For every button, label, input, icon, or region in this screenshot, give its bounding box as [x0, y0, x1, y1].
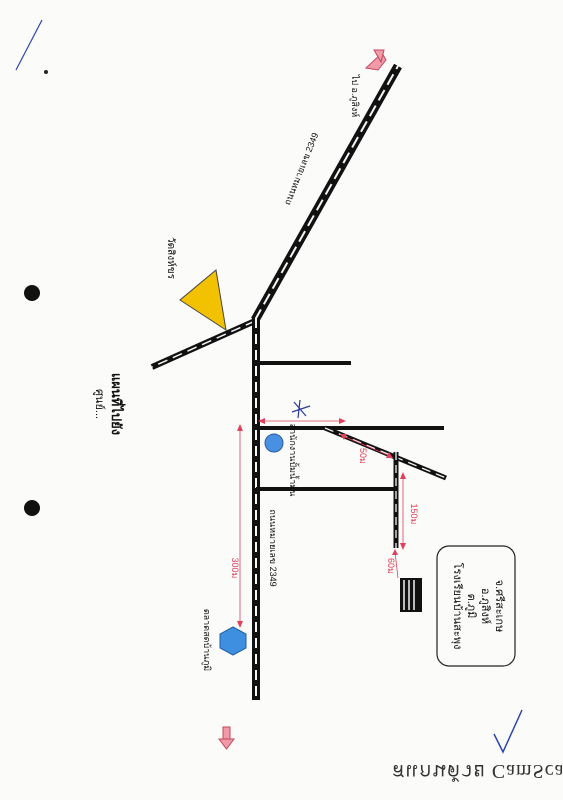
ink-dot	[44, 70, 48, 74]
distance-300: 300ม	[230, 424, 243, 628]
to-city-label: ไป อ.ภูสิงห์	[349, 74, 361, 117]
destination-text: โรงเรียนบ้านสะพุง ต.ภูมิ อ.ภูสิงห์ จ.ศรี…	[451, 563, 506, 650]
distance-60-label: 60ม	[386, 558, 396, 574]
punch-hole-top	[24, 285, 40, 301]
north-arrow-icon	[364, 49, 387, 71]
diagonal-road-west	[150, 318, 257, 370]
destination-line-4: จ.ศรีสะเกษ	[493, 580, 506, 633]
handwritten-mark	[291, 399, 311, 419]
distance-60: 60ม	[386, 549, 399, 579]
diagonal-road-north	[251, 63, 402, 323]
destination-line-1: โรงเรียนบ้านสะพุง	[451, 563, 465, 650]
pen-stroke	[15, 19, 43, 71]
road-label-upper: ถนนหมายเลข 2349	[282, 131, 320, 206]
temple-icon	[179, 269, 227, 332]
south-arrow-icon	[218, 726, 235, 750]
distance-150: 150ม	[400, 472, 419, 550]
map-subtitle: ศูนย์...	[93, 389, 106, 419]
market-label: ตลาดสดบ้านภูมิ	[201, 609, 212, 671]
destination-line-3: อ.ภูสิงห์	[479, 588, 492, 624]
market-icon	[219, 626, 247, 656]
distance-50: 50ม	[340, 434, 393, 464]
check-mark-icon	[493, 709, 523, 754]
health-center-label: สำนักงานปั้มน้ำมัน	[288, 424, 300, 497]
distance-50-top	[258, 418, 346, 424]
temple-label: วัดสิงห์ขร	[165, 237, 177, 280]
footer-watermark: สแกนด้วย CamScan	[392, 756, 562, 782]
road-label-lower: ถนนหมายเลข 2349	[268, 509, 278, 586]
punch-hole-bottom	[24, 500, 40, 516]
destination-box	[436, 545, 516, 667]
footer-text: สแกนด้วย CamScan	[392, 760, 562, 782]
map-title: แผนที่ไปยัง	[109, 373, 126, 435]
school-building	[400, 578, 422, 612]
distance-150-label: 150ม	[409, 504, 419, 525]
distance-50-label: 50ม	[358, 448, 368, 464]
destination-line-2: ต.ภูมิ	[465, 594, 477, 619]
distance-300-label: 300ม	[230, 558, 240, 579]
health-center-icon	[264, 433, 284, 453]
